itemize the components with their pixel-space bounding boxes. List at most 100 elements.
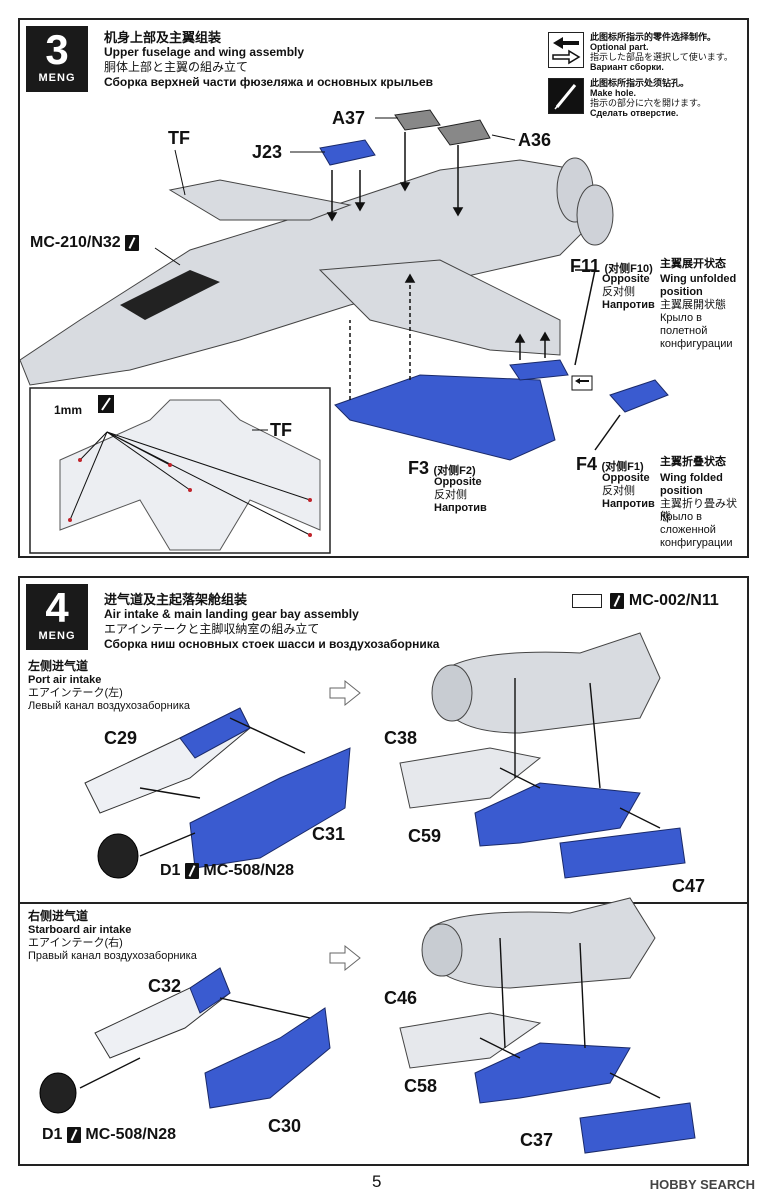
label-c58: C58 <box>404 1076 438 1096</box>
step3-title-ja: 胴体上部と主翼の組み立て <box>104 60 249 74</box>
step3-number: 3 <box>45 26 69 73</box>
label-f4: F4 <box>576 454 598 474</box>
left-wing <box>168 179 352 221</box>
label-f11-opp: (对侧F10) <box>604 263 653 275</box>
label-c37: C37 <box>520 1130 554 1150</box>
label-d1-starboard: D1 MC-508/N28 <box>42 1126 176 1144</box>
label-f3: F3 <box>408 458 430 478</box>
label-c59: C59 <box>408 826 442 846</box>
part-a37 <box>394 109 441 131</box>
step4-title-ru: Сборка ниш основных стоек шасси и воздух… <box>104 637 440 651</box>
folded-en1: Wing folded <box>660 472 723 484</box>
inset-airframe <box>59 399 321 551</box>
label-inset-tf: TF <box>270 420 292 440</box>
f3-opposite-ru: Напротив <box>434 502 487 514</box>
unfolded-en2: position <box>660 286 703 298</box>
step3-badge: 3 MENG <box>26 26 88 92</box>
label-mc508a: MC-508/N28 <box>203 862 295 879</box>
label-mc210-text: MC-210/N32 <box>30 234 121 251</box>
legend-hole-zh: 此图标所指示处须钻孔。 <box>590 78 690 88</box>
label-mc210: MC-210/N32 <box>30 234 140 252</box>
label-c46: C46 <box>384 988 418 1008</box>
legend-optional-zh: 此图标所指示的零件选择制作。 <box>590 32 717 42</box>
step4-badge: 4 MENG <box>26 584 88 650</box>
unfolded-zh: 主翼展开状态 <box>660 258 726 270</box>
part-f3 <box>334 374 556 461</box>
f3-callout: F3 (对侧F2) <box>408 458 476 479</box>
folded-ru3: конфигурации <box>660 537 733 549</box>
right-wing <box>318 259 561 356</box>
f4-opposite-ru: Напротив <box>602 498 655 510</box>
step3-title-zh: 机身上部及主翼组装 <box>104 30 222 45</box>
legend-optional-ru: Вариант сборки. <box>590 62 664 72</box>
paint-callout: MC-002/N11 <box>572 592 719 610</box>
part-c31 <box>189 747 351 869</box>
part-f4 <box>609 379 669 413</box>
f11-callout: F11 (对侧F10) <box>570 256 653 277</box>
legend-optional-ja: 指示した部品を選択して使います。 <box>590 52 733 62</box>
legend-optional: 此图标所指示的零件选择制作。 Optional part. 指示した部品を選択し… <box>548 32 748 72</box>
label-c31: C31 <box>312 824 346 844</box>
label-a36: A36 <box>518 130 552 150</box>
folded-ja: 主翼折り畳み状態 <box>660 498 737 523</box>
step3-title-en: Upper fuselage and wing assembly <box>104 45 305 59</box>
label-c47: C47 <box>672 876 706 896</box>
step4-title-zh: 进气道及主起落架舱组装 <box>104 592 248 607</box>
step4-title: 进气道及主起落架舱组装 Air intake & main landing ge… <box>104 592 439 652</box>
step4-title-ja: エアインテークと主脚収納室の組み立て <box>104 622 320 636</box>
swap-small-icon <box>571 375 593 391</box>
legend-hole-ru: Сделать отверстие. <box>590 108 679 118</box>
f4-callout: F4 (对侧F1) <box>576 454 644 475</box>
part-c32-rim <box>189 967 231 1014</box>
step3-title: 机身上部及主翼组装 Upper fuselage and wing assemb… <box>104 30 433 90</box>
label-d1-port: D1 MC-508/N28 <box>160 862 294 880</box>
starboard-zh: 右侧进气道 <box>28 909 89 923</box>
f11-opposite-ru: Напротив <box>602 299 655 311</box>
step4-brand: MENG <box>38 630 76 642</box>
starboard-ja: エアインテーク(右) <box>28 937 123 949</box>
drill-icon <box>66 1126 81 1143</box>
part-a36 <box>437 119 491 146</box>
upper-fuselage-drawing <box>20 109 669 554</box>
part-c37 <box>579 1102 696 1154</box>
label-d1b: D1 <box>42 1126 63 1143</box>
f3-opposite-en: Opposite <box>434 476 482 488</box>
drill-icon <box>125 234 140 251</box>
label-1mm: 1mm <box>54 403 83 417</box>
part-j23 <box>319 139 376 166</box>
part-c46 <box>399 1012 542 1069</box>
port-ru: Левый канал воздухозаборника <box>28 700 191 712</box>
part-d1-starboard <box>39 1072 77 1114</box>
f3-opposite-zh: 反对侧 <box>434 489 467 501</box>
watermark: HOBBY SEARCH <box>649 1177 755 1192</box>
part-c47 <box>559 827 686 879</box>
section-divider <box>20 902 747 904</box>
label-f11: F11 <box>570 256 601 276</box>
part-c30 <box>204 1007 331 1109</box>
folded-en2: position <box>660 485 703 497</box>
flow-arrow-port <box>329 679 361 707</box>
port-zh: 左侧进气道 <box>28 659 89 673</box>
part-f11 <box>509 359 569 381</box>
drill-icon <box>610 592 625 609</box>
label-tf: TF <box>168 128 190 148</box>
unfolded-en1: Wing unfolded <box>660 273 737 285</box>
unfolded-ja: 主翼展開状態 <box>660 299 726 311</box>
part-c59 <box>474 782 641 847</box>
label-d1a: D1 <box>160 862 181 879</box>
label-c38: C38 <box>384 728 418 748</box>
step4-number: 4 <box>45 584 69 631</box>
f4-opposite-zh: 反对侧 <box>602 485 635 497</box>
starboard-ru: Правый канал воздухозаборника <box>28 950 197 962</box>
label-f3-opp: (对侧F2) <box>433 465 476 477</box>
cockpit-band <box>120 270 220 320</box>
port-en: Port air intake <box>28 674 102 686</box>
label-a37: A37 <box>332 108 366 128</box>
legend-optional-en: Optional part. <box>590 42 649 52</box>
part-d1-port <box>97 833 139 879</box>
legend-hole-en: Make hole. <box>590 88 637 98</box>
folded-zh: 主翼折叠状态 <box>660 456 726 468</box>
intake-duct-starboard <box>429 897 656 989</box>
legend-hole-ja: 指示の部分に穴を開けます。 <box>590 98 707 108</box>
step4-title-en: Air intake & main landing gear bay assem… <box>104 607 359 621</box>
